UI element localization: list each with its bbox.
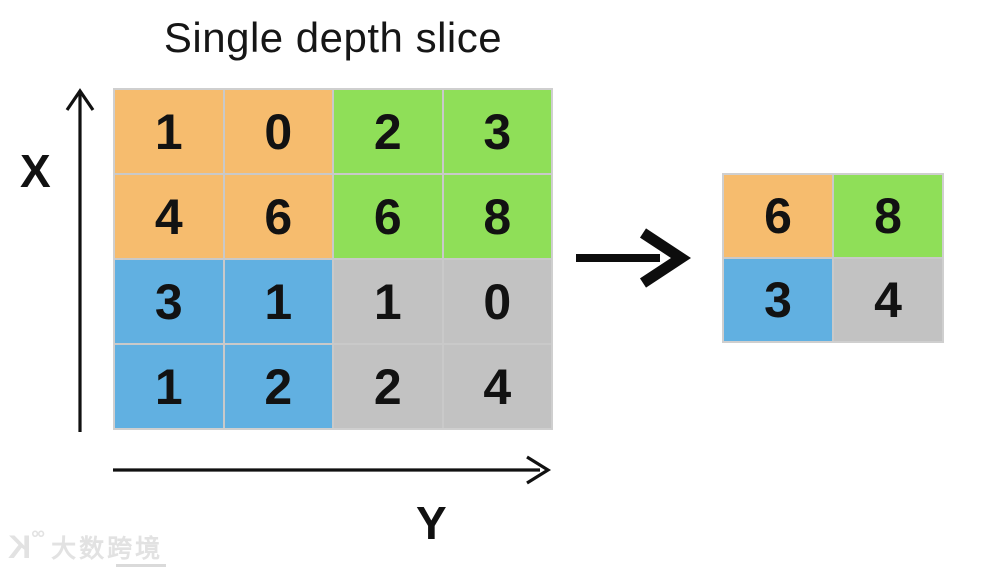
grid-cell: 6 xyxy=(334,175,442,258)
watermark-logo-circles: °° xyxy=(31,528,45,550)
grid-cell: 6 xyxy=(724,175,832,257)
grid-cell: 4 xyxy=(834,259,942,341)
output-grid: 6 8 3 4 xyxy=(722,173,944,343)
grid-cell: 6 xyxy=(224,175,332,258)
grid-cell: 1 xyxy=(115,345,223,428)
grid-cell: 4 xyxy=(443,345,551,428)
page-title: Single depth slice xyxy=(163,14,503,61)
grid-cell: 4 xyxy=(115,175,223,258)
grid-cell: 1 xyxy=(224,260,332,343)
watermark-text: 大数跨境 xyxy=(51,534,164,563)
grid-cell: 0 xyxy=(224,90,332,173)
watermark-underline xyxy=(116,564,166,567)
watermark: K°° 大数跨境 xyxy=(8,528,164,565)
grid-cell: 2 xyxy=(224,345,332,428)
grid-cell: 8 xyxy=(443,175,551,258)
grid-cell: 2 xyxy=(334,345,442,428)
grid-cell: 0 xyxy=(443,260,551,343)
grid-cell: 8 xyxy=(834,175,942,257)
watermark-logo-k: K xyxy=(8,529,32,565)
x-axis-label: X xyxy=(20,145,51,197)
grid-cell: 1 xyxy=(334,260,442,343)
watermark-logo-icon: K°° xyxy=(8,528,45,565)
grid-cell: 3 xyxy=(115,260,223,343)
input-grid: 1 0 2 3 4 6 6 8 3 1 1 0 1 2 2 4 xyxy=(113,88,553,430)
grid-cell: 3 xyxy=(443,90,551,173)
pooling-arrow-icon xyxy=(576,228,692,288)
grid-cell: 1 xyxy=(115,90,223,173)
y-axis-label: Y xyxy=(416,497,447,549)
grid-cell: 3 xyxy=(724,259,832,341)
x-axis-arrow xyxy=(65,88,95,432)
y-axis-arrow xyxy=(113,455,552,485)
grid-cell: 2 xyxy=(334,90,442,173)
